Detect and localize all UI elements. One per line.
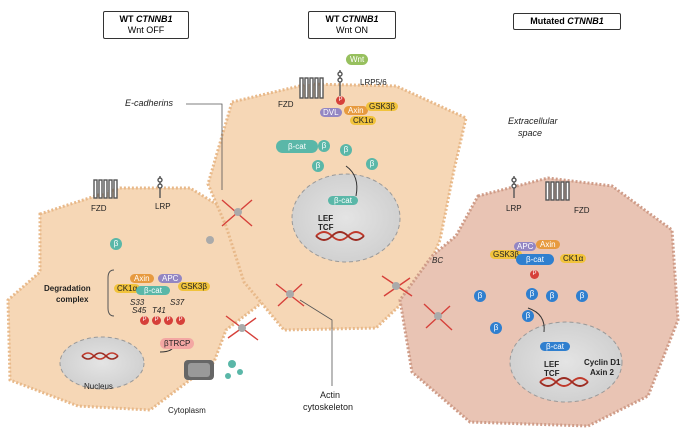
- complex-bracket: [107, 269, 115, 317]
- left-s37: S37: [170, 298, 185, 307]
- cyclin-d1-label: Cyclin D1: [584, 358, 621, 367]
- middle-beta-3: β: [366, 158, 378, 170]
- right-lrp-label: LRP: [506, 204, 522, 213]
- left-axin: Axin: [130, 274, 154, 283]
- dna-middle: [315, 231, 365, 241]
- right-phospho: P: [530, 270, 539, 279]
- right-beta-cat: β-cat: [516, 254, 554, 265]
- right-beta-5: β: [490, 322, 502, 334]
- fzd-receptor-middle: [299, 77, 324, 99]
- header-wt-off-gene: CTNNB1: [136, 14, 173, 24]
- right-fzd-label: FZD: [574, 206, 590, 215]
- left-lrp-label: LRP: [155, 202, 171, 211]
- fzd-receptor-left: [93, 179, 118, 199]
- right-gsk3b: GSK3β: [490, 250, 522, 259]
- left-fzd-label: FZD: [91, 204, 107, 213]
- lrp-receptor-right: [511, 176, 517, 198]
- middle-gsk3b: GSK3β: [366, 102, 398, 111]
- lrp56-label: LRP5/6: [360, 78, 387, 87]
- bc-label: BC: [432, 256, 444, 265]
- left-phospho-1: P: [140, 316, 149, 325]
- header-wt-on-prefix: WT: [325, 14, 340, 24]
- middle-beta-2: β: [340, 144, 352, 156]
- left-s33: S33: [130, 298, 145, 307]
- complex-label: complex: [56, 295, 89, 304]
- header-wt-on-gene: CTNNB1: [342, 14, 379, 24]
- left-nucleus: [59, 336, 145, 390]
- header-wt-off-state: Wnt OFF: [127, 25, 165, 35]
- right-nuclear-beta-cat: β-cat: [540, 342, 570, 351]
- degradation-label: Degradation: [44, 284, 91, 293]
- middle-nucleus: [291, 173, 401, 263]
- middle-phospho: P: [336, 96, 345, 105]
- cytoplasm-label: Cytoplasm: [168, 406, 206, 415]
- right-beta-4: β: [576, 290, 588, 302]
- right-beta-6: β: [522, 310, 534, 322]
- left-t41: T41: [152, 306, 166, 315]
- actin-cytoskeleton-label: cytoskeleton: [303, 402, 354, 412]
- right-beta-2: β: [526, 288, 538, 300]
- right-tcf: TCF: [544, 369, 560, 378]
- nucleus-label: Nucleus: [84, 382, 113, 391]
- dna-right: [539, 377, 589, 387]
- degraded-fragments: [225, 360, 243, 379]
- left-s45: S45: [132, 306, 147, 315]
- header-wt-off-prefix: WT: [119, 14, 134, 24]
- header-wt-on: WT CTNNB1 Wnt ON: [308, 11, 396, 39]
- callout-lines: [186, 103, 333, 386]
- middle-nuclear-beta-cat: β-cat: [328, 196, 358, 205]
- middle-beta-cat: β-cat: [276, 140, 318, 153]
- right-axin: Axin: [536, 240, 560, 249]
- middle-beta-4: β: [312, 160, 324, 172]
- lrp-receptor-middle: [337, 70, 343, 96]
- left-phospho-2: P: [152, 316, 161, 325]
- header-mutated-gene: CTNNB1: [567, 16, 604, 26]
- cadherin-molecules: [206, 208, 442, 332]
- lrp-receptor-left: [157, 176, 163, 198]
- left-beta-catenin-free: β: [110, 238, 122, 250]
- extracellular-label: Extracellular: [508, 116, 558, 126]
- right-lef: LEF: [544, 360, 560, 369]
- btrcp: βTRCP: [160, 338, 195, 349]
- header-wt-on-state: Wnt ON: [335, 25, 368, 35]
- middle-beta-1: β: [318, 140, 330, 152]
- left-gsk3b: GSK3β: [178, 282, 210, 291]
- middle-axin: Axin: [344, 106, 368, 115]
- header-mutated-prefix: Mutated: [530, 16, 565, 26]
- right-nucleus: [509, 321, 623, 403]
- wnt-ligand: Wnt: [346, 54, 369, 65]
- right-ck1a: CK1α: [560, 254, 587, 263]
- dvl: DVL: [320, 108, 342, 117]
- proteasome: [184, 360, 214, 380]
- actin-label: Actin: [320, 390, 341, 400]
- dna-left: [81, 352, 119, 360]
- axin2-label: Axin 2: [590, 368, 615, 377]
- header-wt-off: WT CTNNB1 Wnt OFF: [103, 11, 189, 39]
- header-mutated: Mutated CTNNB1: [513, 13, 621, 30]
- left-phospho-4: P: [176, 316, 185, 325]
- middle-ck1a: CK1α: [350, 116, 377, 125]
- right-beta-1: β: [474, 290, 486, 302]
- middle-fzd-label: FZD: [278, 100, 294, 109]
- right-beta-3: β: [546, 290, 558, 302]
- fzd-receptor-right: [545, 181, 570, 201]
- left-phospho-3: P: [164, 316, 173, 325]
- left-apc: APC: [158, 274, 183, 283]
- right-apc: APC: [514, 242, 537, 251]
- ecadherins-label: E-cadherins: [125, 98, 174, 108]
- middle-lef: LEF: [318, 214, 334, 223]
- extracellular-space-label: space: [518, 128, 543, 138]
- left-beta-cat: β-cat: [136, 286, 170, 295]
- left-ck1a: CK1α: [114, 284, 141, 293]
- middle-tcf: TCF: [318, 223, 334, 232]
